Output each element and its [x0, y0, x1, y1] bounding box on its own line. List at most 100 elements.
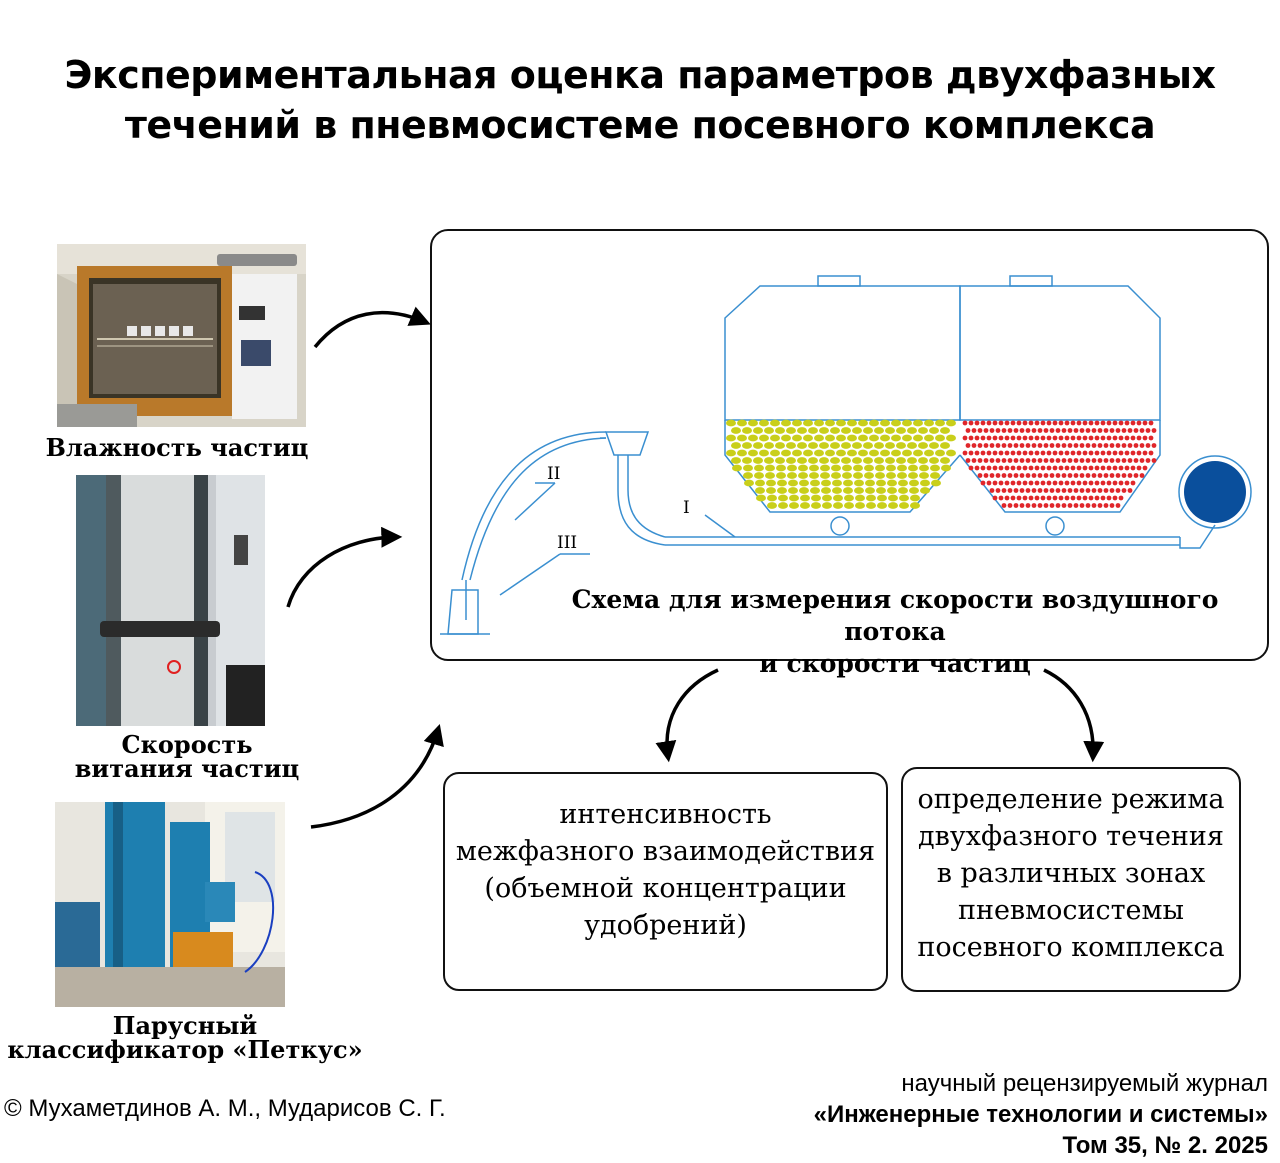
granule-red — [1133, 473, 1139, 478]
granule-red — [1124, 450, 1130, 456]
granule-yellow — [855, 494, 865, 502]
granule-red — [1028, 480, 1034, 486]
granule-red — [1076, 480, 1082, 486]
granule-red — [1037, 488, 1043, 493]
granule-red — [1067, 488, 1073, 493]
granule-red — [1055, 503, 1061, 508]
granule-red — [1079, 488, 1085, 493]
granule-yellow — [908, 464, 918, 472]
granule-red — [980, 465, 986, 471]
granule-yellow — [865, 479, 875, 487]
granule-red — [1034, 450, 1040, 456]
title-line-1: Экспериментальная оценка параметров двух… — [64, 53, 1216, 97]
caption-petkus: Парусный классификатор «Петкус» — [0, 1014, 370, 1062]
granule-red — [1118, 435, 1124, 441]
granule-red — [1025, 428, 1031, 433]
granule-yellow — [874, 427, 884, 434]
granule-red — [1007, 458, 1013, 463]
granule-yellow — [913, 449, 923, 457]
granule-red — [1115, 443, 1121, 448]
granule-red — [1139, 428, 1145, 433]
granule-red — [1007, 488, 1013, 493]
caption-particle-moisture: Влажность частиц — [37, 436, 317, 460]
granule-yellow — [770, 449, 780, 457]
granule-red — [1043, 503, 1049, 508]
granule-red — [1040, 495, 1046, 501]
caption-line: Парусный — [112, 1011, 258, 1040]
granule-red — [998, 495, 1004, 501]
granule-yellow — [770, 434, 780, 442]
granule-red — [1031, 473, 1037, 478]
granule-red — [1079, 428, 1085, 433]
granule-red — [977, 428, 983, 433]
granule-red — [1007, 473, 1013, 478]
granule-yellow — [753, 427, 763, 434]
outcome-line: двухфазного течения — [918, 821, 1224, 852]
granule-yellow — [759, 434, 769, 442]
granule-yellow — [853, 472, 863, 479]
granule-red — [1022, 450, 1028, 456]
granule-red — [998, 465, 1004, 471]
granule-red — [962, 420, 968, 426]
granule-red — [1085, 458, 1091, 463]
outcome-box-interaction: интенсивность межфазного взаимодействия … — [443, 772, 888, 991]
granule-red — [1076, 435, 1082, 441]
label-I: I — [683, 498, 690, 518]
granule-red — [965, 458, 971, 463]
granule-yellow — [929, 457, 939, 464]
granule-yellow — [822, 502, 832, 509]
granule-red — [1061, 503, 1067, 508]
granule-red — [1019, 458, 1025, 463]
granule-red — [1109, 488, 1115, 493]
granule-red — [1088, 495, 1094, 501]
granule-red — [1079, 473, 1085, 478]
granule-red — [1088, 435, 1094, 441]
granule-red — [1034, 495, 1040, 501]
granule-yellow — [800, 494, 810, 502]
granule-red — [1055, 458, 1061, 463]
granule-yellow — [891, 419, 901, 427]
granule-red — [1082, 435, 1088, 441]
granule-red — [1058, 480, 1064, 486]
granule-red — [1088, 450, 1094, 456]
granule-yellow — [844, 494, 854, 502]
granule-red — [1082, 450, 1088, 456]
granule-red — [1139, 443, 1145, 448]
journal-line-2: «Инженерные технологии и системы» — [813, 1101, 1268, 1128]
granule-yellow — [858, 434, 868, 442]
granule-red — [986, 450, 992, 456]
granule-red — [1106, 465, 1112, 471]
granule-red — [1028, 465, 1034, 471]
granule-yellow — [731, 457, 741, 464]
granule-red — [989, 473, 995, 478]
granule-yellow — [811, 502, 821, 509]
page-title: Экспериментальная оценка параметров двух… — [0, 50, 1280, 150]
granule-yellow — [865, 487, 875, 494]
outcome-line: интенсивность — [559, 799, 772, 830]
granule-red — [1064, 480, 1070, 486]
granule-red — [1034, 465, 1040, 471]
granule-yellow — [935, 419, 945, 427]
granule-red — [1091, 443, 1097, 448]
granule-red — [1136, 465, 1142, 471]
granule-red — [1112, 420, 1118, 426]
granule-yellow — [833, 494, 843, 502]
granule-red — [1142, 450, 1148, 456]
granule-red — [998, 450, 1004, 456]
granule-yellow — [788, 479, 798, 487]
granule-red — [1106, 450, 1112, 456]
granule-yellow — [833, 502, 843, 509]
granule-red — [971, 428, 977, 433]
granule-yellow — [898, 479, 908, 487]
granule-yellow — [767, 502, 777, 509]
granule-red — [995, 443, 1001, 448]
granule-red — [1019, 428, 1025, 433]
granule-yellow — [863, 457, 873, 464]
granule-red — [1136, 435, 1142, 441]
granule-yellow — [913, 434, 923, 442]
granule-red — [1100, 480, 1106, 486]
granule-red — [1097, 428, 1103, 433]
granule-red — [1052, 465, 1058, 471]
granule-yellow — [935, 449, 945, 457]
